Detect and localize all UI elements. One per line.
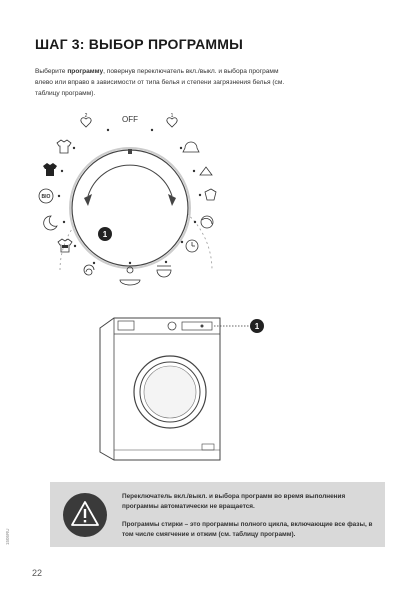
bell-icon [179,141,200,153]
dial-callout-number: 1 [103,230,108,239]
swirl-icon [83,261,96,276]
dark-shirt-icon [43,163,64,176]
mixed-shirt-icon [57,238,77,253]
warning-note-box: Переключатель вкл./выкл. и выбора програ… [50,482,385,547]
heart-1-icon: 1 [166,113,178,128]
washing-machine-illustration: 1 [99,317,264,461]
heart-2-icon: 2 [80,113,92,128]
warning-paragraph-1: Переключатель вкл./выкл. и выбора програ… [122,493,346,510]
warning-triangle-icon [63,493,107,537]
intro-bold: программу [67,68,104,75]
intro-suffix: , повернув переключатель вкл./выкл. и вы… [35,68,285,97]
bio-icon: BIO [38,188,61,204]
quick-wash-icon [156,260,172,278]
intro-prefix: Выберите [35,68,68,75]
page-title: ШАГ 3: ВЫБОР ПРОГРАММЫ [35,36,244,52]
baby-icon [119,261,141,286]
warning-note-text: Переключатель вкл./выкл. и выбора програ… [122,492,377,548]
side-code: 1505RU [5,528,10,545]
warning-paragraph-2: Программы стирки – это программы полного… [122,521,373,538]
off-label: OFF [122,115,138,124]
hand-wash-icon [198,188,217,201]
machine-callout-number: 1 [255,322,260,331]
sport-ball-icon [193,215,214,229]
night-moon-icon [43,215,66,231]
eco-leaf-icon [192,166,213,176]
bio-label: BIO [42,194,51,200]
program-dial-illustration: OFF 2 1 BIO [38,113,217,286]
dial-number-1: 1 [171,113,174,119]
page-number: 22 [32,568,43,578]
clock-timer-icon [180,239,199,253]
intro-paragraph: Выберите программу, повернув переключате… [35,66,285,99]
dial-number-2: 2 [85,113,88,119]
cotton-shirt-icon [56,139,76,154]
